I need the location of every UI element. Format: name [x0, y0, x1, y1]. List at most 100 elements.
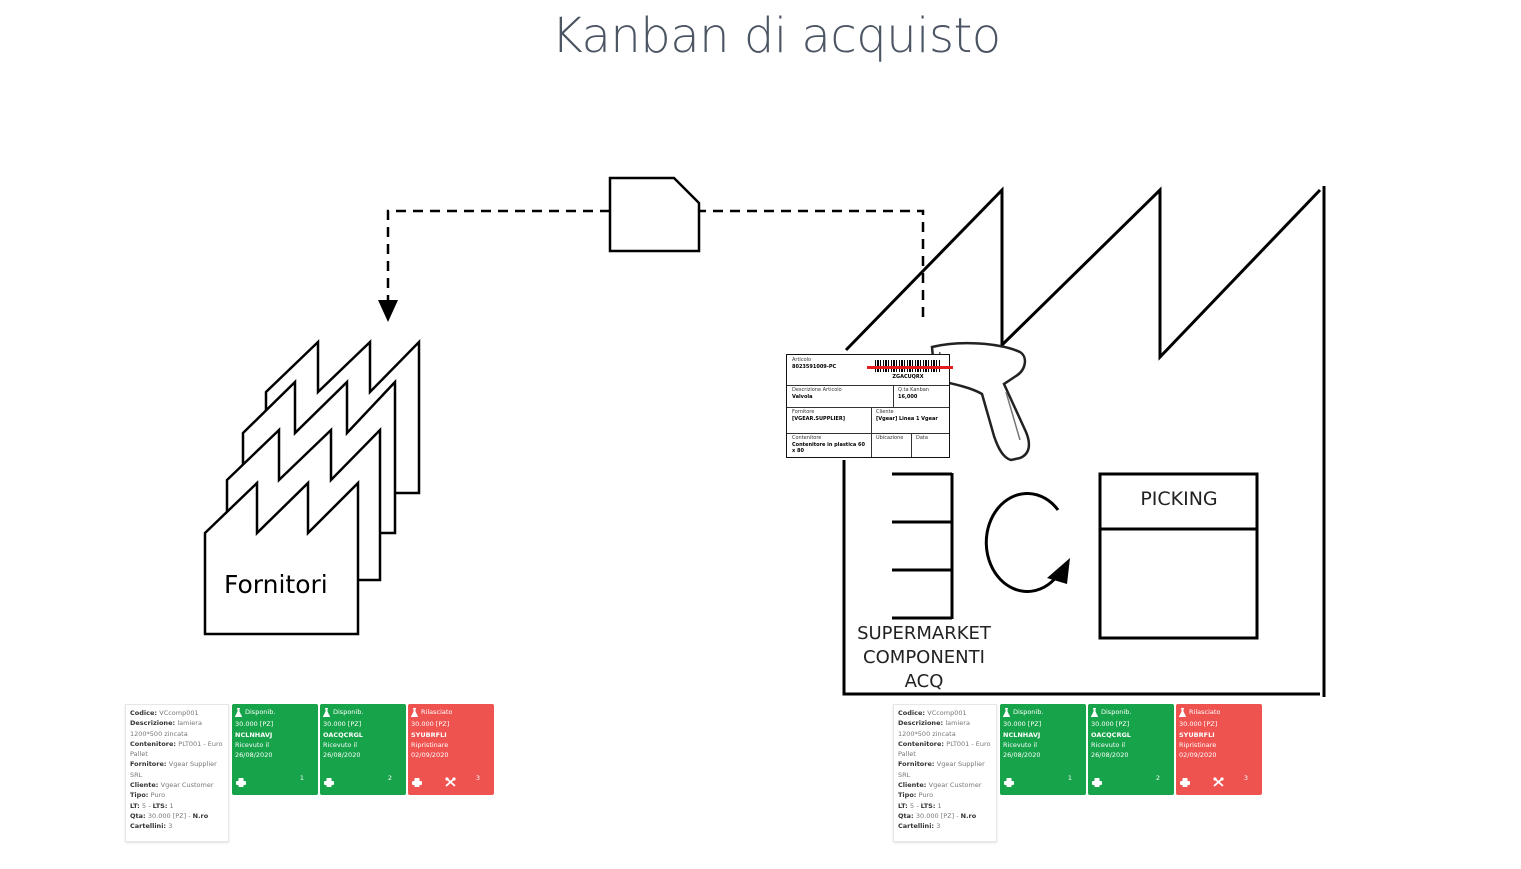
supermarket-shelves — [892, 472, 954, 620]
info-row: Fornitore: Vgear Supplier SRL — [898, 760, 985, 779]
qta-value: 16,000 — [898, 394, 918, 400]
barcode-text: ZGACUQRX — [892, 374, 924, 380]
tile-qty: 30.000 [PZ] — [411, 720, 450, 729]
supermarket-label: SUPERMARKET COMPONENTI ACQ — [848, 622, 1000, 694]
info-row: Tipo: Puro — [898, 791, 934, 800]
picking-box — [1098, 472, 1259, 640]
tile-status: Rilasciato — [421, 708, 453, 716]
tile-status: Disponib. — [1013, 708, 1044, 716]
info-row: Cliente: Vgear Customer — [898, 781, 982, 790]
printer-icon[interactable] — [236, 778, 246, 787]
tile-qty: 30.000 [PZ] — [1003, 720, 1042, 729]
kanban-tile[interactable]: Rilasciato 30.000 [PZ] SYUBRFLI Ripristi… — [408, 704, 494, 795]
tile-state: Ripristinare — [1179, 740, 1217, 749]
flask-icon — [235, 707, 242, 717]
tile-state: Ricevuto il — [1003, 740, 1038, 749]
data-label: Data — [916, 435, 928, 441]
tile-date: 26/08/2020 — [1091, 751, 1129, 760]
printer-icon[interactable] — [412, 778, 422, 787]
flask-icon — [411, 707, 418, 717]
arrow-head-icon — [378, 300, 398, 322]
contenitore-label: Contenitore — [792, 435, 822, 441]
tile-code: NCLNHAVJ — [1003, 730, 1041, 739]
tile-date: 26/08/2020 — [1003, 751, 1041, 760]
info-row: Cliente: Vgear Customer — [130, 781, 214, 790]
flask-icon — [1091, 707, 1098, 717]
tile-number: 1 — [1067, 773, 1072, 782]
kanban-card-icon — [608, 176, 701, 253]
tile-date: 26/08/2020 — [235, 751, 273, 760]
tile-code: OACQCRGL — [1091, 730, 1131, 739]
printer-icon[interactable] — [1180, 778, 1190, 787]
tile-state: Ricevuto il — [323, 740, 358, 749]
tile-number: 2 — [1155, 773, 1160, 782]
supermarket-line: ACQ — [904, 671, 944, 692]
main-factory — [842, 186, 1326, 697]
fornitori-factory-stack — [203, 338, 421, 636]
info-row: Cartellini: 3 — [130, 822, 173, 831]
factory-icon — [203, 479, 360, 636]
info-row: Contenitore: PLT001 - Euro Pallet — [898, 739, 991, 759]
tile-status: Disponib. — [1101, 708, 1132, 716]
cliente-label: Cliente — [876, 409, 894, 415]
tile-date: 02/09/2020 — [1179, 751, 1217, 760]
flask-icon — [1179, 707, 1186, 717]
tile-qty: 30.000 [PZ] — [1179, 720, 1218, 729]
tile-state: Ripristinare — [411, 740, 449, 749]
printer-icon[interactable] — [1004, 778, 1014, 787]
info-row: Qta: 30.000 [PZ] - N.ro — [130, 811, 209, 820]
qta-label: Q.ta Kanban — [898, 387, 929, 393]
tile-qty: 30.000 [PZ] — [323, 720, 362, 729]
tile-code: SYUBRFLI — [411, 730, 447, 739]
kanban-tile[interactable]: Disponib. 30.000 [PZ] NCLNHAVJ Ricevuto … — [1000, 704, 1086, 795]
kanban-tile[interactable]: Disponib. 30.000 [PZ] OACQCRGL Ricevuto … — [1088, 704, 1174, 795]
dashed-flow-line — [386, 209, 925, 317]
tile-date: 02/09/2020 — [411, 751, 449, 760]
tile-code: OACQCRGL — [323, 730, 363, 739]
tools-icon[interactable] — [445, 777, 456, 787]
cliente-value: [Vgear] Linea 1 Vgear — [876, 416, 938, 422]
tools-icon[interactable] — [1213, 777, 1224, 787]
articolo-label: Articolo — [792, 357, 812, 363]
fornitori-label: Fornitori — [224, 570, 328, 599]
printer-icon[interactable] — [1092, 778, 1102, 787]
tile-code: SYUBRFLI — [1179, 730, 1215, 739]
kanban-tile[interactable]: Rilasciato 30.000 [PZ] SYUBRFLI Ripristi… — [1176, 704, 1262, 795]
info-row: Descrizione: lamiera 1200*500 zincata — [130, 719, 202, 738]
tile-qty: 30.000 [PZ] — [1091, 720, 1130, 729]
tile-number: 3 — [475, 773, 480, 782]
info-row: LT: 5 - LTS: 1 — [130, 801, 174, 810]
info-row: LT: 5 - LTS: 1 — [898, 801, 942, 810]
info-row: Descrizione: lamiera 1200*500 zincata — [898, 719, 970, 738]
tile-code: NCLNHAVJ — [235, 730, 273, 739]
tile-number: 2 — [387, 773, 392, 782]
info-row: Codice: VCcomp001 — [898, 709, 967, 717]
tile-number: 3 — [1243, 773, 1248, 782]
kanban-tile[interactable]: Disponib. 30.000 [PZ] NCLNHAVJ Ricevuto … — [232, 704, 318, 795]
info-row: Qta: 30.000 [PZ] - N.ro — [898, 811, 977, 820]
supermarket-line: COMPONENTI — [863, 647, 985, 668]
tile-status: Rilasciato — [1189, 708, 1221, 716]
tile-status: Disponib. — [333, 708, 364, 716]
info-row: Contenitore: PLT001 - Euro Pallet — [130, 739, 223, 759]
tile-qty: 30.000 [PZ] — [235, 720, 274, 729]
descrizione-value: Valvola — [792, 394, 813, 400]
tile-state: Ricevuto il — [1091, 740, 1126, 749]
tile-state: Ricevuto il — [235, 740, 270, 749]
info-row: Fornitore: Vgear Supplier SRL — [130, 760, 217, 779]
picking-label: PICKING — [1140, 488, 1218, 510]
flask-icon — [323, 707, 330, 717]
ubicazione-label: Ubicazione — [876, 435, 904, 441]
kanban-tile[interactable]: Disponib. 30.000 [PZ] OACQCRGL Ricevuto … — [320, 704, 406, 795]
fornitore-label: Fornitore — [792, 409, 815, 415]
cycle-arrow-icon — [984, 491, 1070, 593]
fornitore-value: [VGEAR.SUPPLIER] — [792, 416, 845, 422]
page-title: Kanban di acquisto — [551, 8, 1001, 64]
printer-icon[interactable] — [324, 778, 334, 787]
info-row: Codice: VCcomp001 — [130, 709, 199, 717]
flask-icon — [1003, 707, 1010, 717]
kanban-label-card: Articolo 8023591009-PC ZGACUQRX Descrizi… — [786, 354, 953, 458]
